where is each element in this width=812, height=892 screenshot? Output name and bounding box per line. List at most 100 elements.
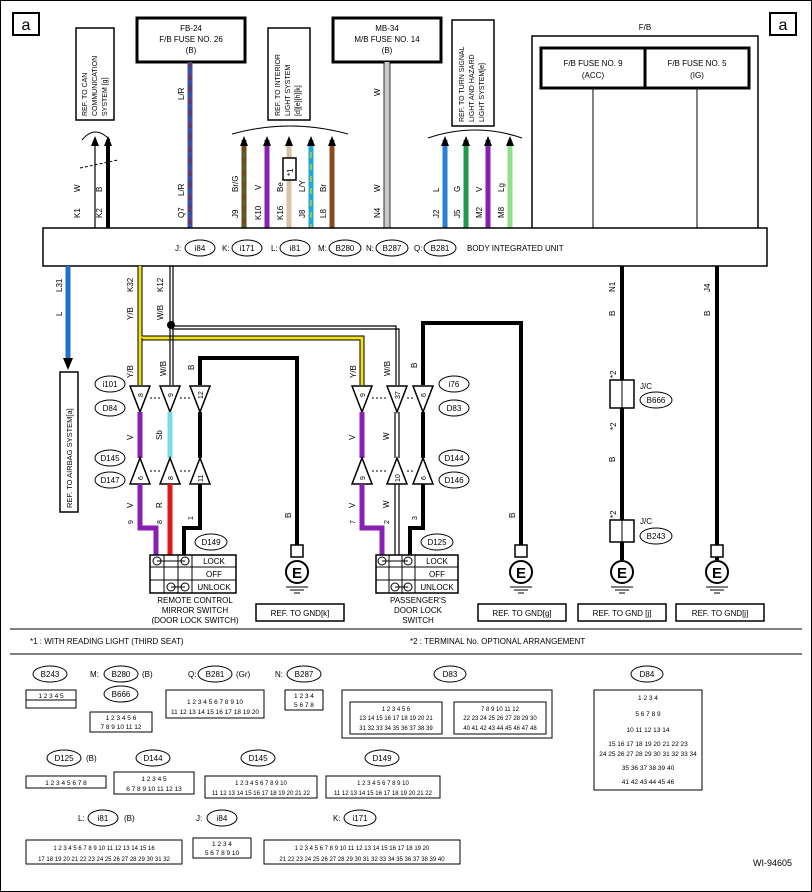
svg-text:6 7 8 9 10 11 12 13: 6 7 8 9 10 11 12 13	[126, 786, 182, 793]
ref-interior-line2: LIGHT SYSTEM	[285, 65, 292, 116]
left-top-color-3: B	[187, 365, 196, 370]
left-top-color-2: W/B	[159, 361, 168, 376]
right-gnd-color: B	[508, 513, 517, 518]
fuse-fb24-number: F/B FUSE NO. 26	[159, 35, 223, 44]
conn-face-D144-label: D144	[143, 754, 163, 763]
right-mid-color-2: W	[382, 432, 391, 440]
pin-N4: N4	[373, 207, 382, 218]
right-pin-top-1: 9	[360, 393, 367, 397]
left-gnd-color: B	[284, 513, 293, 518]
fuse-box-fb-label: F/B	[639, 23, 651, 32]
fuse-mb34: MB-34 M/B FUSE NO. 14 (B)	[331, 16, 443, 64]
conn-face-i81-label: i81	[98, 814, 109, 823]
conn-face-i171: K: i171 1 2 3 4 5 6 7 8 9 10 11 12 13 14…	[263, 809, 461, 865]
body-integrated-unit: J: i84 K: i171 L: i81 M: B280 N: B287 Q:…	[42, 227, 768, 267]
svg-text:10 11 12 13 14: 10 11 12 13 14	[627, 727, 670, 734]
ref-turn-line3: LIGHT SYSTEM[e]	[479, 63, 486, 122]
pin-K32: K32	[126, 277, 135, 292]
jc2-label: J/C	[640, 517, 652, 526]
color-K32: Y/B	[126, 307, 135, 320]
right-harness: Y/B W/B B 9 37 6 i76 D83 V W 9 10 6 D144…	[348, 361, 470, 555]
left-switch: LOCK OFF UNLOCK REMOTE CONTROL MIRROR SW…	[149, 554, 239, 625]
conn-face-B280-label: B280	[112, 670, 131, 679]
conn-face-D149: D149 1 2 3 4 5 6 7 8 9 10 11 12 13 14 15…	[325, 749, 441, 799]
svg-text:31 32 33 34 35 36 37 38 39: 31 32 33 34 35 36 37 38 39	[359, 726, 433, 732]
svg-text:41 42 43 44 45 46: 41 42 43 44 45 46	[622, 779, 675, 786]
wire-K12	[172, 325, 397, 385]
left-mid-color-2: Sb	[155, 430, 164, 440]
biu-prefix-K: K:	[222, 244, 230, 253]
left-sw-pin-2: 8	[157, 520, 164, 524]
svg-text:1 2 3 4: 1 2 3 4	[294, 693, 314, 700]
corner-label-left: a	[22, 17, 31, 34]
biu-conn-L: i81	[290, 244, 301, 253]
top-wires	[79, 62, 514, 228]
fuse-mb34-name: MB-34	[375, 24, 399, 33]
corner-label-right-box	[769, 12, 797, 36]
right-pin-bot-3: 6	[421, 476, 428, 480]
svg-text:1 2 3 4 5 6: 1 2 3 4 5 6	[106, 715, 137, 722]
pin-K2: K2	[95, 208, 104, 218]
color-Q7-top: L/R	[177, 87, 186, 100]
svg-text:13 14 15 16 17 18 19 20 21: 13 14 15 16 17 18 19 20 21	[359, 716, 433, 722]
svg-text:7 8 9 10 11 12: 7 8 9 10 11 12	[481, 707, 520, 713]
svg-text:1 2 3 4 5: 1 2 3 4 5	[141, 776, 167, 783]
svg-text:17 18 19 20 21 22 23 24 25 26: 17 18 19 20 21 22 23 24 25 26 27 28 29 3…	[38, 857, 170, 863]
conn-face-i171-prefix: K:	[333, 814, 341, 823]
svg-text:7 8 9 10 11 12: 7 8 9 10 11 12	[100, 724, 141, 731]
left-pin-top-1: 8	[138, 393, 145, 397]
conn-face-B243-label: B243	[41, 670, 60, 679]
color-K12: W/B	[156, 305, 165, 320]
star1-label: *1	[286, 168, 295, 176]
left-sw-pin-1: 9	[128, 520, 135, 524]
right-conn-D144: D144	[444, 454, 464, 463]
ref-gnd-g: REF. TO GND[g]	[492, 609, 551, 618]
conn-face-D145-label: D145	[248, 754, 268, 763]
conn-face-B287: N: B287 1 2 3 4 5 6 7 8	[275, 665, 324, 711]
conn-face-i84-prefix: J:	[196, 814, 202, 823]
svg-text:1 2 3 4 5 6 7 8 9 10: 1 2 3 4 5 6 7 8 9 10	[357, 781, 409, 787]
left-conn-D84: D84	[103, 404, 118, 413]
svg-text:15 16 17 18 19 20 21 22 23: 15 16 17 18 19 20 21 22 23	[608, 741, 688, 748]
conn-face-D145: D145 1 2 3 4 5 6 7 8 9 10 11 12 13 14 15…	[204, 749, 318, 799]
figure-id: WI-94605	[753, 858, 792, 868]
svg-text:1 2 3 4: 1 2 3 4	[638, 695, 658, 702]
color-N4-top: W	[373, 88, 382, 96]
ground-left: E	[285, 544, 309, 594]
joint-connectors: J/C B666 *2 *2 B J/C B243 *2	[608, 370, 673, 545]
left-switch-name-3: (DOOR LOCK SWITCH)	[151, 616, 238, 625]
fuse-mb34-color: (B)	[382, 46, 393, 55]
right-switch-name-1: PASSENGER'S	[390, 596, 446, 605]
jc2-conn: B243	[647, 532, 666, 541]
pin-M2: M2	[475, 206, 484, 218]
ground-far-right: E	[705, 544, 729, 594]
conn-face-i81: L: i81 (B) 1 2 3 4 5 6 7 8 9 10 11 12 13…	[25, 809, 183, 865]
color-L8: Br	[319, 184, 328, 192]
pin-L8: L8	[319, 209, 328, 218]
jc1-label: J/C	[640, 382, 652, 391]
ref-can-line3: SYSTEM [g]	[102, 77, 109, 116]
ref-interior-box: REF. TO INTERIOR LIGHT SYSTEM [d][e][h][…	[267, 27, 311, 121]
biu-conn-K: i171	[239, 244, 255, 253]
fuse-fb24-color: (B)	[186, 46, 197, 55]
color-K16: Be	[276, 182, 285, 192]
color-J8: L/Y	[298, 179, 307, 192]
pin-K10: K10	[254, 205, 263, 220]
conn-face-B280-prefix: M:	[90, 670, 99, 679]
biu-prefix-N: N:	[366, 244, 374, 253]
pin-J4: J4	[703, 283, 712, 292]
lower-wire-labels: L31 L K32 Y/B K12 W/B N1 B J4 B	[55, 277, 712, 320]
pin-Q7: Q7	[177, 207, 186, 218]
gnd-ref-boxes: REF. TO GND[k] REF. TO GND[g] REF. TO GN…	[255, 603, 765, 622]
conn-face-D84: D84 1 2 3 4 5 6 7 8 9 10 11 12 13 14 15 …	[593, 665, 703, 791]
svg-text:11 12 13 14 15 16 17 18 19 20: 11 12 13 14 15 16 17 18 19 20 21 22	[334, 791, 433, 797]
right-switch: LOCK OFF UNLOCK PASSENGER'S DOOR LOCK SW…	[375, 554, 459, 625]
biu-prefix-L: L:	[271, 244, 278, 253]
star1-note-marker: *1	[282, 157, 297, 181]
ref-turn-box: REF. TO TURN SIGNAL LIGHT AND HAZARD LIG…	[451, 19, 495, 127]
conn-face-B280: M: B280 (B)	[90, 665, 153, 683]
pin-J8: J8	[298, 209, 307, 218]
color-K2: B	[95, 187, 104, 192]
left-pin-bot-2: 8	[168, 476, 175, 480]
interior-ref-arc	[231, 125, 349, 135]
